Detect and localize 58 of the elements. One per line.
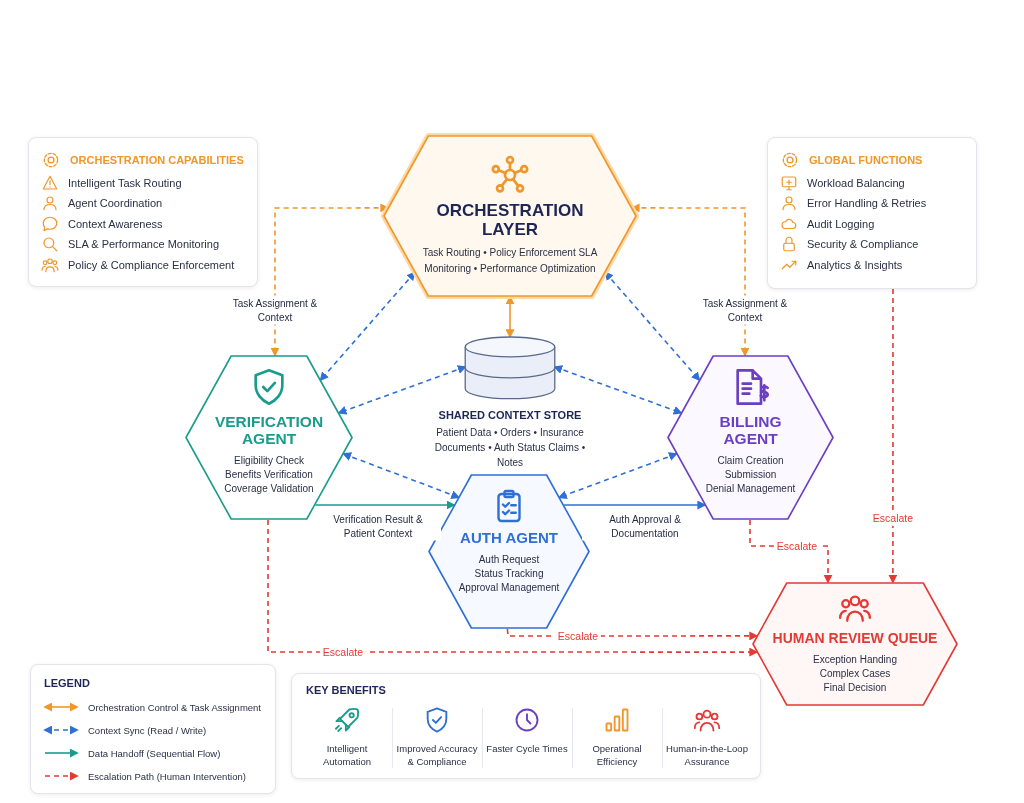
node-text: Complex Cases [819,666,891,681]
node-text: Coverage Validation [224,481,314,496]
arrow [314,500,456,510]
node-text: Auth Request [478,552,540,567]
panel-card [767,137,977,289]
legend-text: Data Handoff (Sequential Flow) [88,747,221,759]
list-item: Intelligent Task Routing [68,176,182,189]
legend-text: Escalation Path (Human Intervention) [88,770,246,782]
panel-title: KEY BENEFITS [306,684,386,697]
arrow [563,500,707,510]
panel-card [28,137,258,287]
dashed-arrow [337,365,467,415]
dashed-arrow [319,271,416,382]
node-title: ORCHESTRATION LAYER [435,201,585,240]
dashed-arrow [604,271,701,382]
node-title: VERIFICATION AGENT [213,413,325,448]
dashed-arrow [888,288,898,584]
panel-card [291,673,761,779]
benefit-label: Human-in-the-Loop Assurance [665,742,749,769]
hexagon-node [428,474,590,629]
hexagon-node [752,582,958,706]
list-item: Security & Compliance [807,238,919,251]
dashed-arrow [342,452,461,499]
node-text: Claim Creation [717,453,784,468]
panel-title: ORCHESTRATION CAPABILITIES [70,154,244,167]
node-text: Denial Management [705,481,796,496]
legend-title: LEGEND [44,677,90,690]
dashed-arrow [553,365,683,415]
benefit-label: Intelligent Automation [321,742,373,769]
benefit-label: Faster Cycle Times [485,742,569,756]
list-item: Workload Balancing [807,176,905,189]
legend-text: Context Sync (Read / Write) [88,724,207,736]
list-item: SLA & Performance Monitoring [68,238,220,251]
node-text: Final Decision [823,680,887,695]
node-text: Benefits Verification [225,467,313,482]
benefit-label: Improved Accuracy & Compliance [395,742,479,769]
node-text: Submission [724,467,777,482]
dashed-arrow [557,452,678,499]
node-text: Status Tracking [474,566,544,581]
node-title: SHARED CONTEXT STORE [438,408,582,421]
list-item: Analytics & Insights [807,258,903,271]
node-text: Patient Data • Orders • Insurance Documents • Auth Status Claims • Notes [433,426,587,470]
list-item: Error Handling & Retries [807,197,927,210]
node-title: BILLING AGENT [718,413,783,448]
hexagon-node [383,135,637,297]
benefit-label: Operational Efficiency [591,742,643,769]
node-text: Task Routing • Policy Enforcement SLA Monitoring • Performance Optimization [421,246,599,276]
node-text: Exception Handing [813,652,897,667]
node-title: AUTH AGENT [460,530,558,547]
node-title: HUMAN REVIEW QUEUE [772,631,938,647]
list-item: Context Awareness [68,217,163,230]
list-item: Policy & Compliance Enforcement [68,258,235,271]
list-item: Audit Logging [807,217,875,230]
node-text: Approval Management [458,580,560,595]
legend-text: Orchestration Control & Task Assignment [88,701,261,713]
panel-title: GLOBAL FUNCTIONS [809,154,923,167]
list-item: Agent Coordination [68,197,163,210]
node-text: Eligibility Check [234,453,304,468]
